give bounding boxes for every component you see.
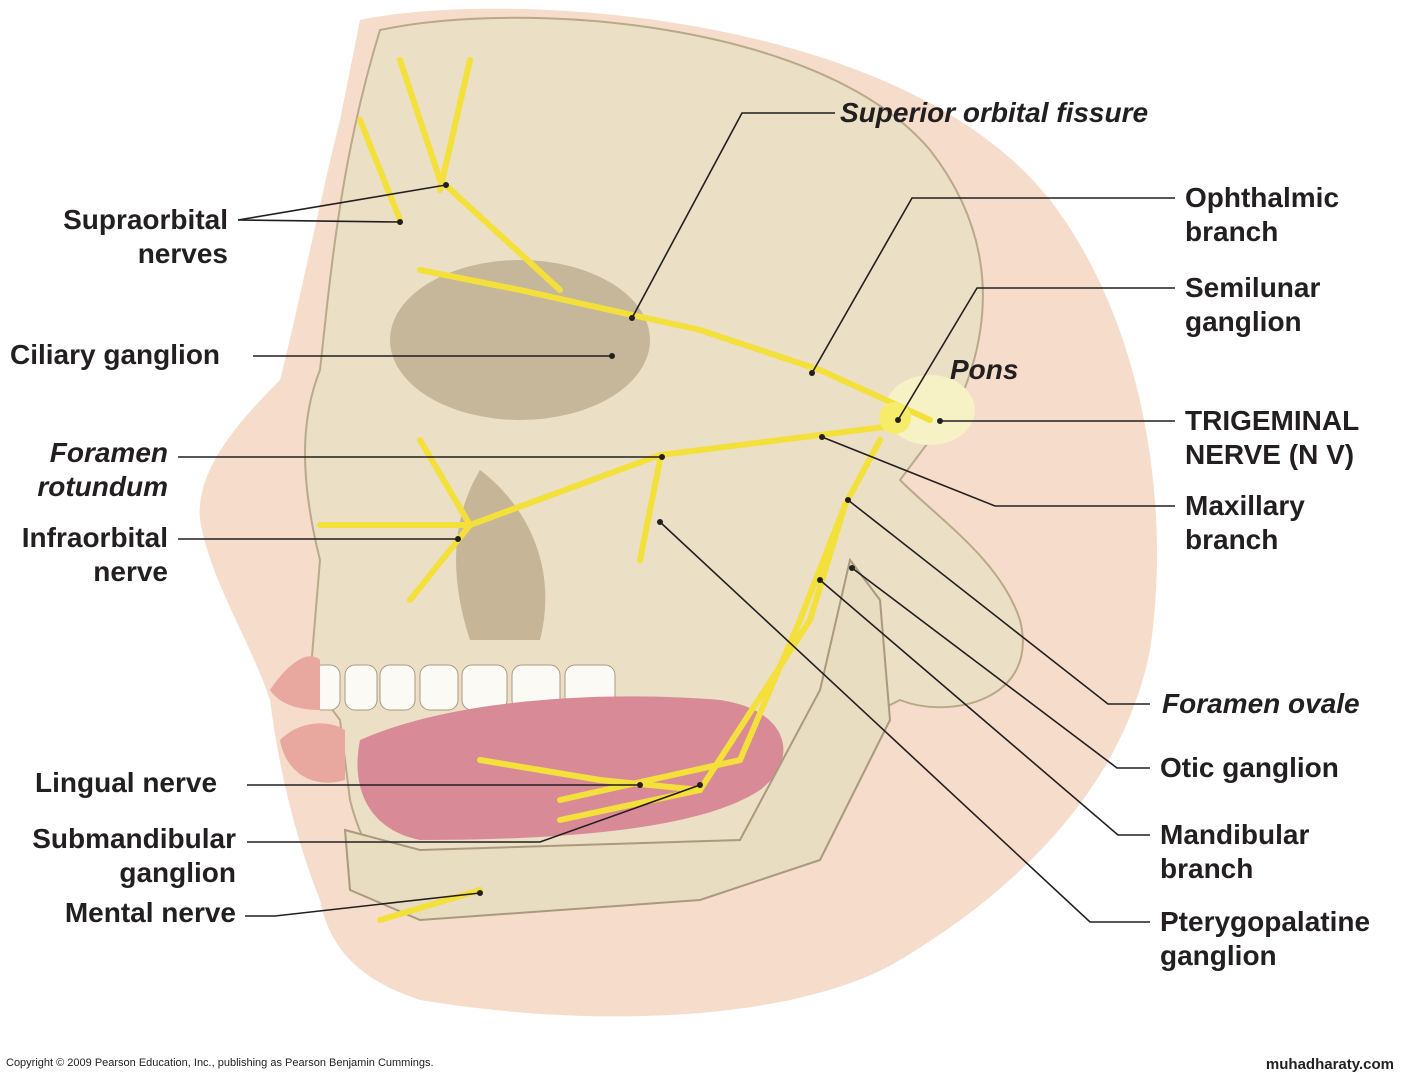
label-line: Ophthalmic bbox=[1185, 182, 1340, 213]
leader-lines bbox=[178, 112, 1175, 923]
label-pons: Pons bbox=[950, 354, 1019, 385]
mandible bbox=[343, 557, 892, 922]
label-line: Infraorbital bbox=[21, 522, 168, 553]
label-superior-orbital-fissure: Superior orbital fissure bbox=[840, 97, 1149, 128]
label-line: Foramen bbox=[49, 437, 168, 468]
watermark: muhadharaty.com bbox=[1265, 1056, 1394, 1073]
copyright-notice: Copyright © 2009 Pearson Education, Inc.… bbox=[6, 1057, 434, 1069]
label-line: TRIGEMINAL bbox=[1185, 405, 1360, 436]
label-ciliary-ganglion: Ciliary ganglion bbox=[10, 339, 221, 370]
label-lingual-nerve: Lingual nerve bbox=[35, 767, 218, 798]
nasal-cavity bbox=[456, 470, 546, 640]
label-line: Semilunar bbox=[1185, 272, 1321, 303]
label-foramen-ovale: Foramen ovale bbox=[1162, 688, 1360, 719]
upper-teeth bbox=[311, 664, 616, 711]
label-line: ganglion bbox=[1160, 940, 1277, 971]
label-line: Mandibular bbox=[1160, 819, 1310, 850]
label-line: branch bbox=[1185, 216, 1279, 247]
label-mental-nerve: Mental nerve bbox=[64, 897, 236, 928]
tongue bbox=[357, 696, 784, 840]
label-line: NERVE (N V) bbox=[1185, 439, 1355, 470]
label-line: Pterygopalatine bbox=[1160, 906, 1371, 937]
label-line: Supraorbital bbox=[63, 204, 228, 235]
label-line: Maxillary bbox=[1185, 490, 1305, 521]
label-otic-ganglion: Otic ganglion bbox=[1160, 752, 1339, 783]
label-line: ganglion bbox=[119, 857, 236, 888]
label-line: nerve bbox=[93, 556, 168, 587]
label-line: branch bbox=[1160, 853, 1254, 884]
leader-dots bbox=[397, 182, 943, 896]
nerves bbox=[317, 57, 933, 923]
semilunar-ganglion-shape bbox=[879, 402, 911, 434]
label-line: branch bbox=[1185, 524, 1279, 555]
orbit bbox=[390, 260, 650, 420]
label-line: ganglion bbox=[1185, 306, 1302, 337]
label-line: Submandibular bbox=[32, 823, 236, 854]
lips bbox=[270, 656, 345, 783]
label-line: nerves bbox=[137, 238, 228, 269]
label-line: rotundum bbox=[37, 471, 168, 502]
